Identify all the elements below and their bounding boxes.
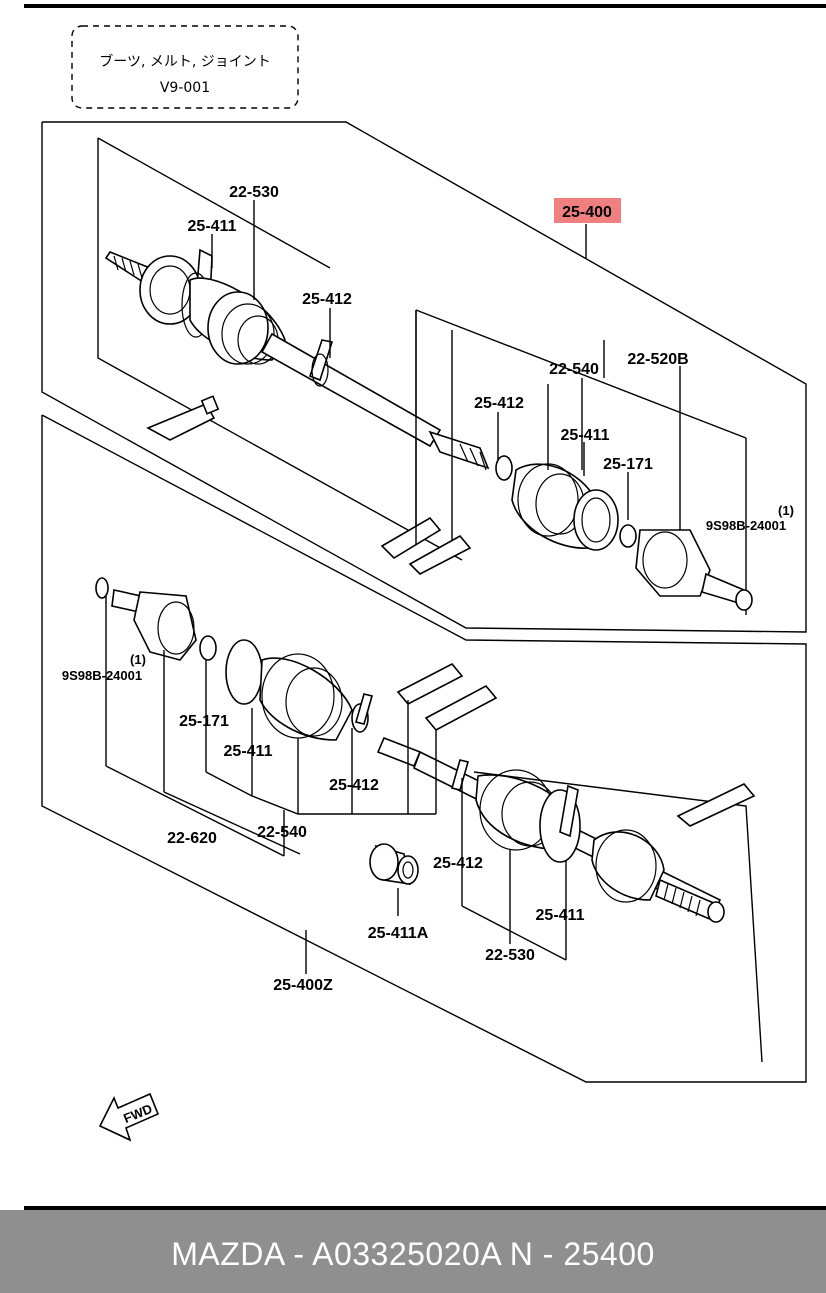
label-25-411-right: 25-411 xyxy=(536,907,585,924)
lower-inner-joint xyxy=(95,577,373,741)
label-25-400: 25-400 xyxy=(562,204,612,221)
header-line2: V9-001 xyxy=(160,80,210,96)
footer-bar xyxy=(0,1210,826,1293)
damper-25-411a xyxy=(369,843,419,885)
label-25-400z: 25-400Z xyxy=(273,977,333,994)
lower-grease-tubes xyxy=(396,662,756,827)
part-labels: 22-530 25-411 25-412 22-540 22-520B 25-4… xyxy=(62,184,794,994)
upper-grease-tube xyxy=(146,395,220,441)
label-25-412-right: 25-412 xyxy=(433,855,483,872)
label-qty-low: (1) xyxy=(130,652,146,667)
label-25-171-mid: 25-171 xyxy=(603,456,653,473)
upper-assembly-outline xyxy=(41,121,807,633)
label-9s98b-mid: 9S98B-24001 xyxy=(706,518,786,533)
parts-diagram: ブーツ, メルト, ジョイント V9-001 25-400 xyxy=(24,4,826,1210)
fwd-arrow-icon: FWD xyxy=(98,1092,160,1142)
footer-text: MAZDA - A03325020A N - 25400 xyxy=(171,1236,655,1272)
label-25-411-mid: 25-411 xyxy=(561,427,610,444)
label-22-530-right: 22-530 xyxy=(485,947,535,964)
lower-outer-joint xyxy=(376,736,725,923)
label-25-412-top: 25-412 xyxy=(302,291,352,308)
upper-inner-joint xyxy=(428,430,753,611)
header-box: ブーツ, メルト, ジョイント V9-001 xyxy=(71,25,299,109)
lower-assembly-outline xyxy=(41,414,807,1083)
label-22-540-mid: 22-540 xyxy=(549,361,599,378)
label-9s98b-low: 9S98B-24001 xyxy=(62,668,142,683)
header-line1: ブーツ, メルト, ジョイント xyxy=(99,53,271,70)
upper-outer-joint xyxy=(104,248,442,448)
label-25-411-top: 25-411 xyxy=(188,218,237,235)
label-25-171-low: 25-171 xyxy=(179,713,229,730)
upper-inner-bracket xyxy=(97,138,463,561)
label-22-620: 22-620 xyxy=(167,830,217,847)
highlight-25-400 xyxy=(554,198,621,223)
middle-grease-tubes xyxy=(380,516,472,575)
leader-lines xyxy=(105,200,681,974)
label-22-530-top: 22-530 xyxy=(229,184,279,201)
label-22-520b: 22-520B xyxy=(627,351,688,368)
label-25-412-low: 25-412 xyxy=(329,777,379,794)
label-22-540-low: 22-540 xyxy=(257,824,307,841)
label-25-411a: 25-411A xyxy=(368,925,429,942)
label-qty-mid: (1) xyxy=(778,503,794,518)
label-25-412-mid: 25-412 xyxy=(474,395,524,412)
label-25-411-low: 25-411 xyxy=(224,743,273,760)
